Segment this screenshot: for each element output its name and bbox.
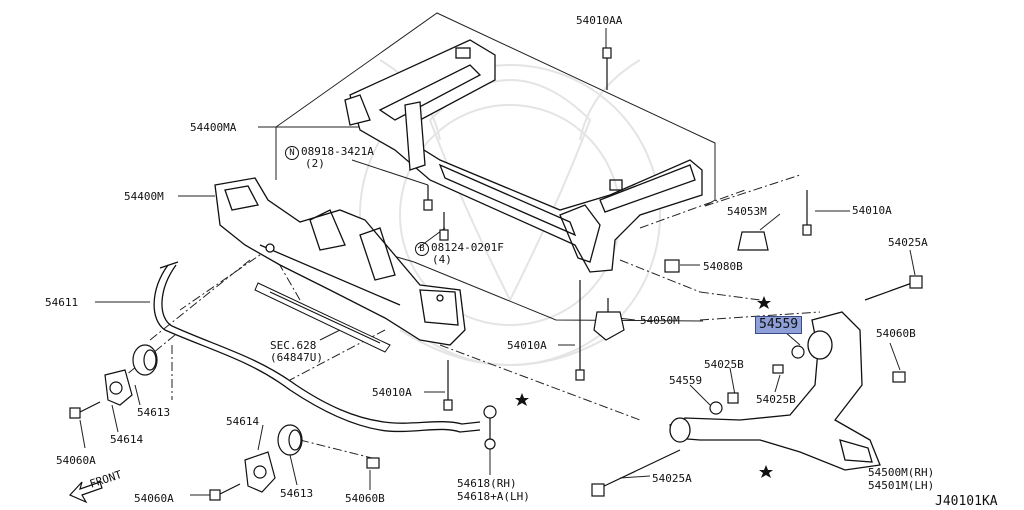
label-54611: 54611 — [45, 296, 79, 309]
label-54060A-left: 54060A — [56, 454, 96, 467]
label-08918-code: 08918-3421A — [301, 145, 374, 158]
label-54614-left: 54614 — [110, 433, 144, 446]
stabilizer-bar — [153, 261, 481, 433]
front-arrow-icon — [68, 481, 103, 504]
label-54010AA: 54010AA — [576, 14, 623, 27]
label-54618-rh: 54618(RH) — [457, 477, 517, 490]
label-54025A-bottom: 54025A — [652, 472, 692, 485]
diagram-code: J40101KA — [935, 494, 998, 509]
label-54025A-right: 54025A — [888, 236, 928, 249]
mount-insulator — [593, 298, 625, 341]
label-54010A-mid: 54010A — [507, 339, 547, 352]
connecting-rod — [483, 405, 497, 450]
label-sec628: SEC.628 — [270, 339, 317, 352]
label-54050M: 54050M — [640, 314, 680, 327]
label-08918-qty: (2) — [305, 157, 325, 170]
label-sec628-sub: (64847U) — [270, 351, 323, 364]
label-08124-qty: (4) — [432, 253, 452, 266]
label-54400MA: 54400MA — [190, 121, 237, 134]
label-54559-highlighted[interactable]: 54559 — [755, 316, 803, 334]
label-54060B-right: 54060B — [876, 327, 916, 340]
crossmember-lower — [214, 177, 466, 346]
bolts — [69, 47, 923, 501]
label-54060A-bottom: 54060A — [134, 492, 174, 505]
label-54559: 54559 — [669, 374, 703, 387]
assembly-frame-lower — [413, 261, 704, 322]
stabilizer-bushing-bottom — [277, 424, 303, 456]
assembly-frame-upper — [275, 12, 716, 207]
label-08124-code: 08124-0201F — [431, 241, 504, 254]
label-54010A-low: 54010A — [372, 386, 412, 399]
dashdot-lines — [119, 174, 821, 461]
sec628-bracket — [254, 282, 391, 353]
stabilizer-bushing-left — [132, 344, 158, 376]
stabilizer-clamp-left — [104, 369, 133, 406]
label-54400M: 54400M — [124, 190, 164, 203]
crossmember-upper — [344, 39, 703, 273]
n-marker: N — [285, 146, 299, 160]
label-54614-bottom: 54614 — [226, 415, 260, 428]
transverse-link — [669, 311, 881, 471]
label-54025B-upper: 54025B — [704, 358, 744, 371]
label-54501M: 54501M(LH) — [868, 479, 935, 492]
label-54618-lh: 54618+A(LH) — [457, 490, 530, 503]
stabilizer-clamp-bottom — [244, 451, 276, 493]
label-54025B-lower: 54025B — [756, 393, 796, 406]
label-54060B-bottom: 54060B — [345, 492, 385, 505]
bump-stopper — [737, 231, 769, 251]
label-54613-left: 54613 — [137, 406, 171, 419]
label-54080B: 54080B — [703, 260, 743, 273]
label-54053M: 54053M — [727, 205, 767, 218]
b-marker: B — [415, 242, 429, 256]
label-54010A-top: 54010A — [852, 204, 892, 217]
label-54613-bottom: 54613 — [280, 487, 314, 500]
label-54500M: 54500M(RH) — [868, 466, 935, 479]
star-markers — [515, 296, 773, 478]
